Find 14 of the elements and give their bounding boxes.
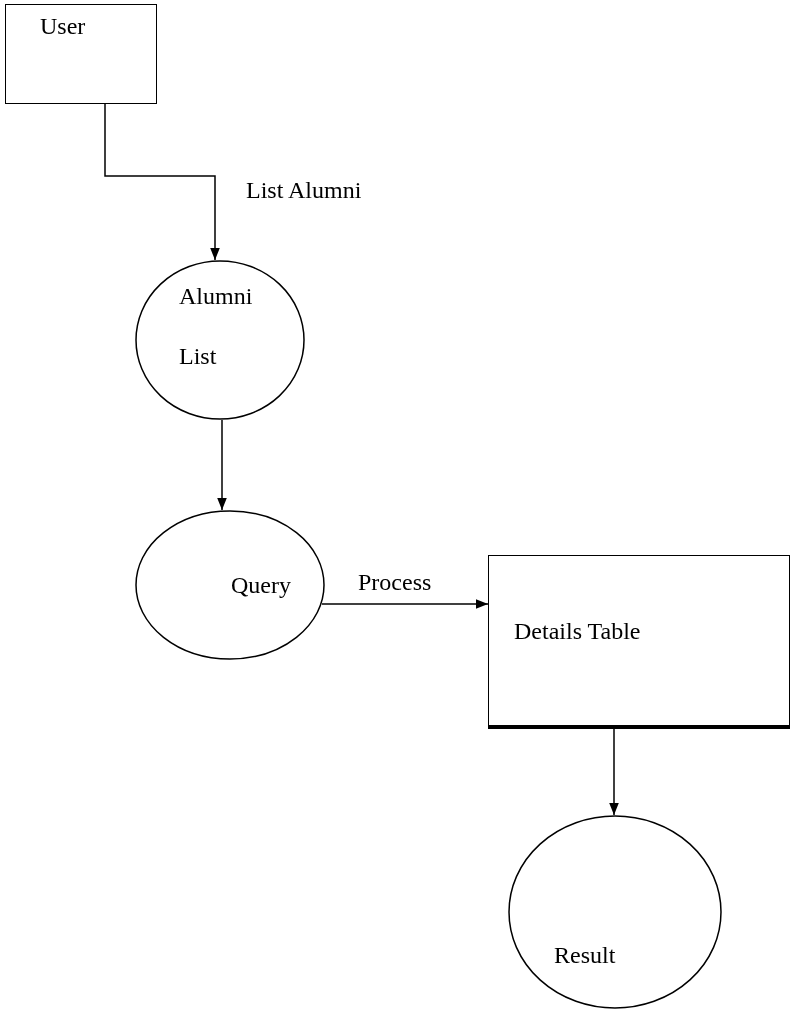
process-ellipse: [135, 510, 325, 660]
arrow: [609, 728, 619, 816]
process-ellipse: [508, 815, 722, 1009]
process-box: [488, 555, 790, 729]
node-label: Details Table: [514, 617, 642, 646]
node-label: Query: [231, 571, 292, 600]
arrow: [104, 103, 220, 261]
node-label: Result: [554, 941, 617, 970]
process-ellipse: [135, 260, 305, 420]
node-label: User: [40, 12, 87, 41]
arrow: [217, 419, 227, 511]
node-label: Alumni List: [179, 282, 254, 371]
arrow: [321, 599, 489, 609]
process-box: [5, 4, 157, 104]
